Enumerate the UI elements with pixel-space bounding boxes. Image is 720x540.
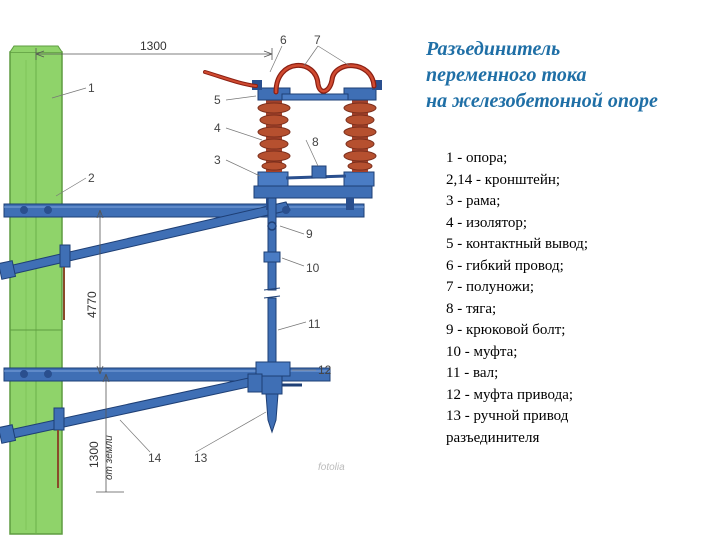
callout-7: 7 bbox=[314, 33, 321, 47]
callout-4: 4 bbox=[214, 121, 221, 135]
legend-item: 7 - полуножи; bbox=[446, 279, 535, 295]
page-title: Разъединитель переменного тока на железо… bbox=[426, 36, 718, 114]
manual-drive bbox=[247, 361, 302, 434]
callout-12: 12 bbox=[318, 363, 332, 377]
callout-10: 10 bbox=[306, 261, 320, 275]
title-line-2: переменного тока bbox=[426, 64, 587, 86]
disconnector-diagram: 1300 4770 1300 от земли 1 2 3 4 5 6 7 8 … bbox=[0, 33, 382, 535]
callout-14: 14 bbox=[148, 451, 162, 465]
callout-8: 8 bbox=[312, 135, 319, 149]
upper-bracket bbox=[0, 201, 365, 320]
legend-item: 1 - опора; bbox=[446, 150, 508, 166]
shaft bbox=[263, 197, 281, 365]
legend-item: 10 - муфта; bbox=[446, 343, 518, 360]
legend-item: 2,14 - кронштейн; bbox=[446, 171, 561, 188]
legend-item: 3 - рама; bbox=[446, 193, 501, 209]
legend-item: разъединителя bbox=[446, 429, 540, 446]
dimension-horizontal: 1300 bbox=[140, 39, 167, 53]
legend-item: 5 - контактный вывод; bbox=[446, 236, 588, 252]
flexible-wires bbox=[203, 62, 377, 95]
legend-item: 9 - крюковой болт; bbox=[446, 322, 566, 338]
callout-13: 13 bbox=[194, 451, 208, 465]
insulator-left bbox=[257, 100, 291, 172]
legend-item: 4 - изолятор; bbox=[446, 214, 528, 231]
title-line-1: Разъединитель bbox=[426, 38, 561, 60]
callout-9: 9 bbox=[306, 227, 313, 241]
rod bbox=[285, 165, 347, 180]
callout-1: 1 bbox=[88, 81, 95, 95]
legend-item: 12 - муфта привода; bbox=[446, 386, 574, 403]
concrete-pole bbox=[9, 45, 63, 535]
insulator-right bbox=[343, 100, 377, 172]
callout-5: 5 bbox=[214, 93, 221, 107]
title-line-3: на железобетонной опоре bbox=[426, 90, 658, 112]
ground-label: от земли bbox=[104, 435, 115, 480]
legend-item: 8 - тяга; bbox=[446, 300, 497, 317]
callout-3: 3 bbox=[214, 153, 221, 167]
watermark: fotolia bbox=[318, 462, 345, 473]
leader-lines bbox=[51, 45, 351, 453]
callout-numbers: 1 2 3 4 5 6 7 8 9 10 11 12 13 14 bbox=[88, 33, 332, 465]
legend-list: 1 - опора; 2,14 - кронштейн; 3 - рама; 4… bbox=[446, 148, 716, 449]
dimension-vertical-ground: 1300 bbox=[87, 441, 101, 468]
frame bbox=[253, 171, 375, 210]
callout-11: 11 bbox=[308, 317, 321, 331]
dimension-vertical-main: 4770 bbox=[85, 291, 99, 318]
callout-2: 2 bbox=[88, 171, 95, 185]
callout-6: 6 bbox=[280, 33, 287, 47]
dimension-lines bbox=[35, 48, 273, 493]
legend-item: 6 - гибкий провод; bbox=[446, 257, 564, 274]
legend-item: 13 - ручной привод bbox=[446, 408, 569, 424]
legend-item: 11 - вал; bbox=[446, 365, 499, 381]
